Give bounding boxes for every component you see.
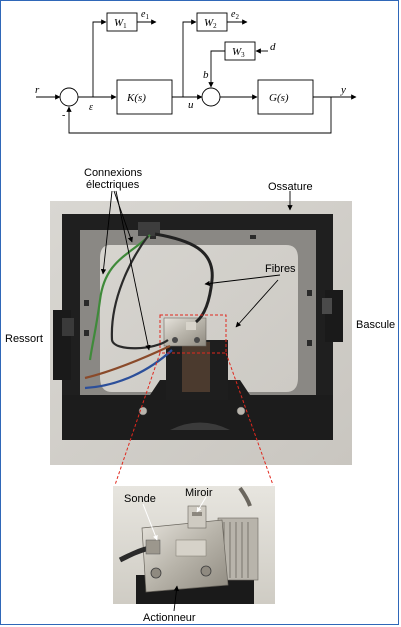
detail-connector-lines xyxy=(114,352,274,486)
bascule-label: Bascule xyxy=(356,319,395,331)
miroir-part xyxy=(187,505,207,529)
central-clamp xyxy=(163,317,207,347)
e1-label: e1 xyxy=(141,9,149,21)
bascule-part xyxy=(325,290,343,342)
branch-to-w2 xyxy=(182,19,197,97)
miroir-label: Miroir xyxy=(185,487,213,499)
fibre-cable xyxy=(154,232,214,324)
photo-detail xyxy=(113,486,275,612)
miroir-arrow xyxy=(196,496,207,513)
green-cable xyxy=(88,234,151,361)
fibres-label: Fibres xyxy=(265,263,296,275)
ressort-label: Ressort xyxy=(5,333,43,345)
actionneur-label: Actionneur xyxy=(143,612,196,624)
w3-label: W3 xyxy=(232,46,245,59)
sonde-part xyxy=(145,539,161,555)
w2-label: W2 xyxy=(204,17,217,30)
detail-labels: Sonde Miroir Actionneur xyxy=(124,487,213,624)
d-label: d xyxy=(270,41,276,53)
block-diagram xyxy=(36,12,357,134)
cable-exit xyxy=(138,222,160,236)
k-label: K(s) xyxy=(126,92,146,104)
connexions-label-line2: électriques xyxy=(86,179,140,191)
b-label: b xyxy=(203,69,209,81)
summing-junction-1 xyxy=(59,87,79,107)
block-k xyxy=(116,79,173,115)
signal-b-line xyxy=(208,50,225,88)
y-label: y xyxy=(340,84,346,96)
ossature-label: Ossature xyxy=(268,181,313,193)
block-g xyxy=(257,79,314,115)
actionneur-arrow xyxy=(173,585,180,612)
frame-holes xyxy=(84,235,312,346)
r-label: r xyxy=(35,84,40,96)
block-diagram-labels: W1 e1 W2 e2 W3 d b r ε K(s) u G(s) y - xyxy=(35,9,346,121)
inner-frame xyxy=(80,230,316,407)
brown-cable xyxy=(84,345,171,380)
sonde-arrow xyxy=(142,503,158,541)
epsilon-label: ε xyxy=(89,102,93,113)
blue-cable xyxy=(84,349,173,390)
u-label: u xyxy=(188,99,194,111)
photo-annotation-arrows xyxy=(100,190,293,351)
detail-highlight-box xyxy=(159,314,227,354)
summing-junction-2 xyxy=(201,87,221,107)
e2-label: e2 xyxy=(231,9,239,21)
connexions-label-line1: Connexions xyxy=(84,167,143,179)
w1-label: W1 xyxy=(114,17,127,30)
photo-labels: Connexions électriques Ossature Fibres R… xyxy=(5,167,395,345)
g-label: G(s) xyxy=(269,92,289,104)
base-block xyxy=(62,380,333,440)
branch-to-w1 xyxy=(92,19,107,97)
minus-sign: - xyxy=(62,110,65,121)
feedback-path xyxy=(66,97,332,134)
photo-test-bench xyxy=(50,201,352,465)
sonde-label: Sonde xyxy=(124,493,156,505)
